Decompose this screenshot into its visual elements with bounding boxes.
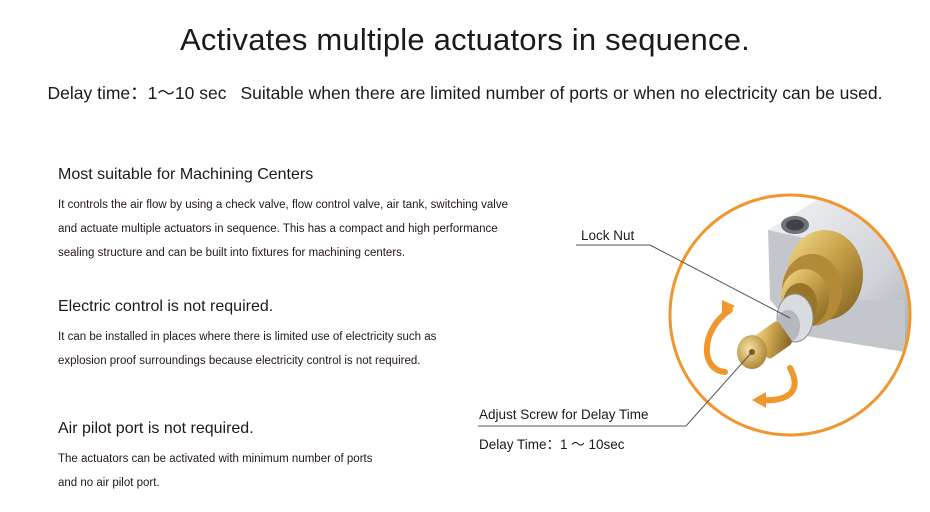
lock-nut-label: Lock Nut — [581, 228, 635, 243]
lock-nut — [776, 293, 814, 343]
page-subtitle: Delay time：1〜10 sec Suitable when there a… — [0, 80, 930, 105]
section-heading: Electric control is not required. — [58, 298, 274, 315]
subtitle-suitability: Suitable when there are limited number o… — [240, 83, 883, 103]
page-title: Activates multiple actuators in sequence… — [180, 22, 750, 57]
accent-circle — [668, 193, 912, 437]
adjust-screw-label: Adjust Screw for Delay Time — [479, 407, 649, 422]
section-heading: Air pilot port is not required. — [58, 420, 254, 437]
section-text-line: The actuators can be activated with mini… — [58, 453, 373, 465]
section-text-line: and no air pilot port. — [58, 477, 160, 489]
section-text-line: explosion proof surroundings because ele… — [58, 355, 421, 367]
section-machining-centers: Most suitable for Machining Centers It c… — [58, 166, 558, 265]
rotation-arrows — [703, 307, 798, 404]
section-text-line: It controls the air flow by using a chec… — [58, 199, 508, 211]
section-air-pilot-port: Air pilot port is not required. The actu… — [58, 420, 558, 495]
section-text-line: sealing structure and can be built into … — [58, 247, 406, 259]
section-electric-control: Electric control is not required. It can… — [58, 298, 558, 373]
lock-nut-leader-line-diagonal — [649, 244, 791, 319]
adjust-screw-leader-line-diagonal — [685, 351, 753, 427]
section-text-line: and actuate multiple actuators in sequen… — [58, 223, 498, 235]
valve-photo — [670, 195, 910, 435]
section-heading: Most suitable for Machining Centers — [58, 166, 314, 183]
subtitle-delay-time: Delay time：1〜10 sec — [47, 83, 227, 103]
section-text-line: It can be installed in places where ther… — [58, 331, 437, 343]
delay-time-label: Delay Time：1 〜 10sec — [479, 437, 625, 452]
